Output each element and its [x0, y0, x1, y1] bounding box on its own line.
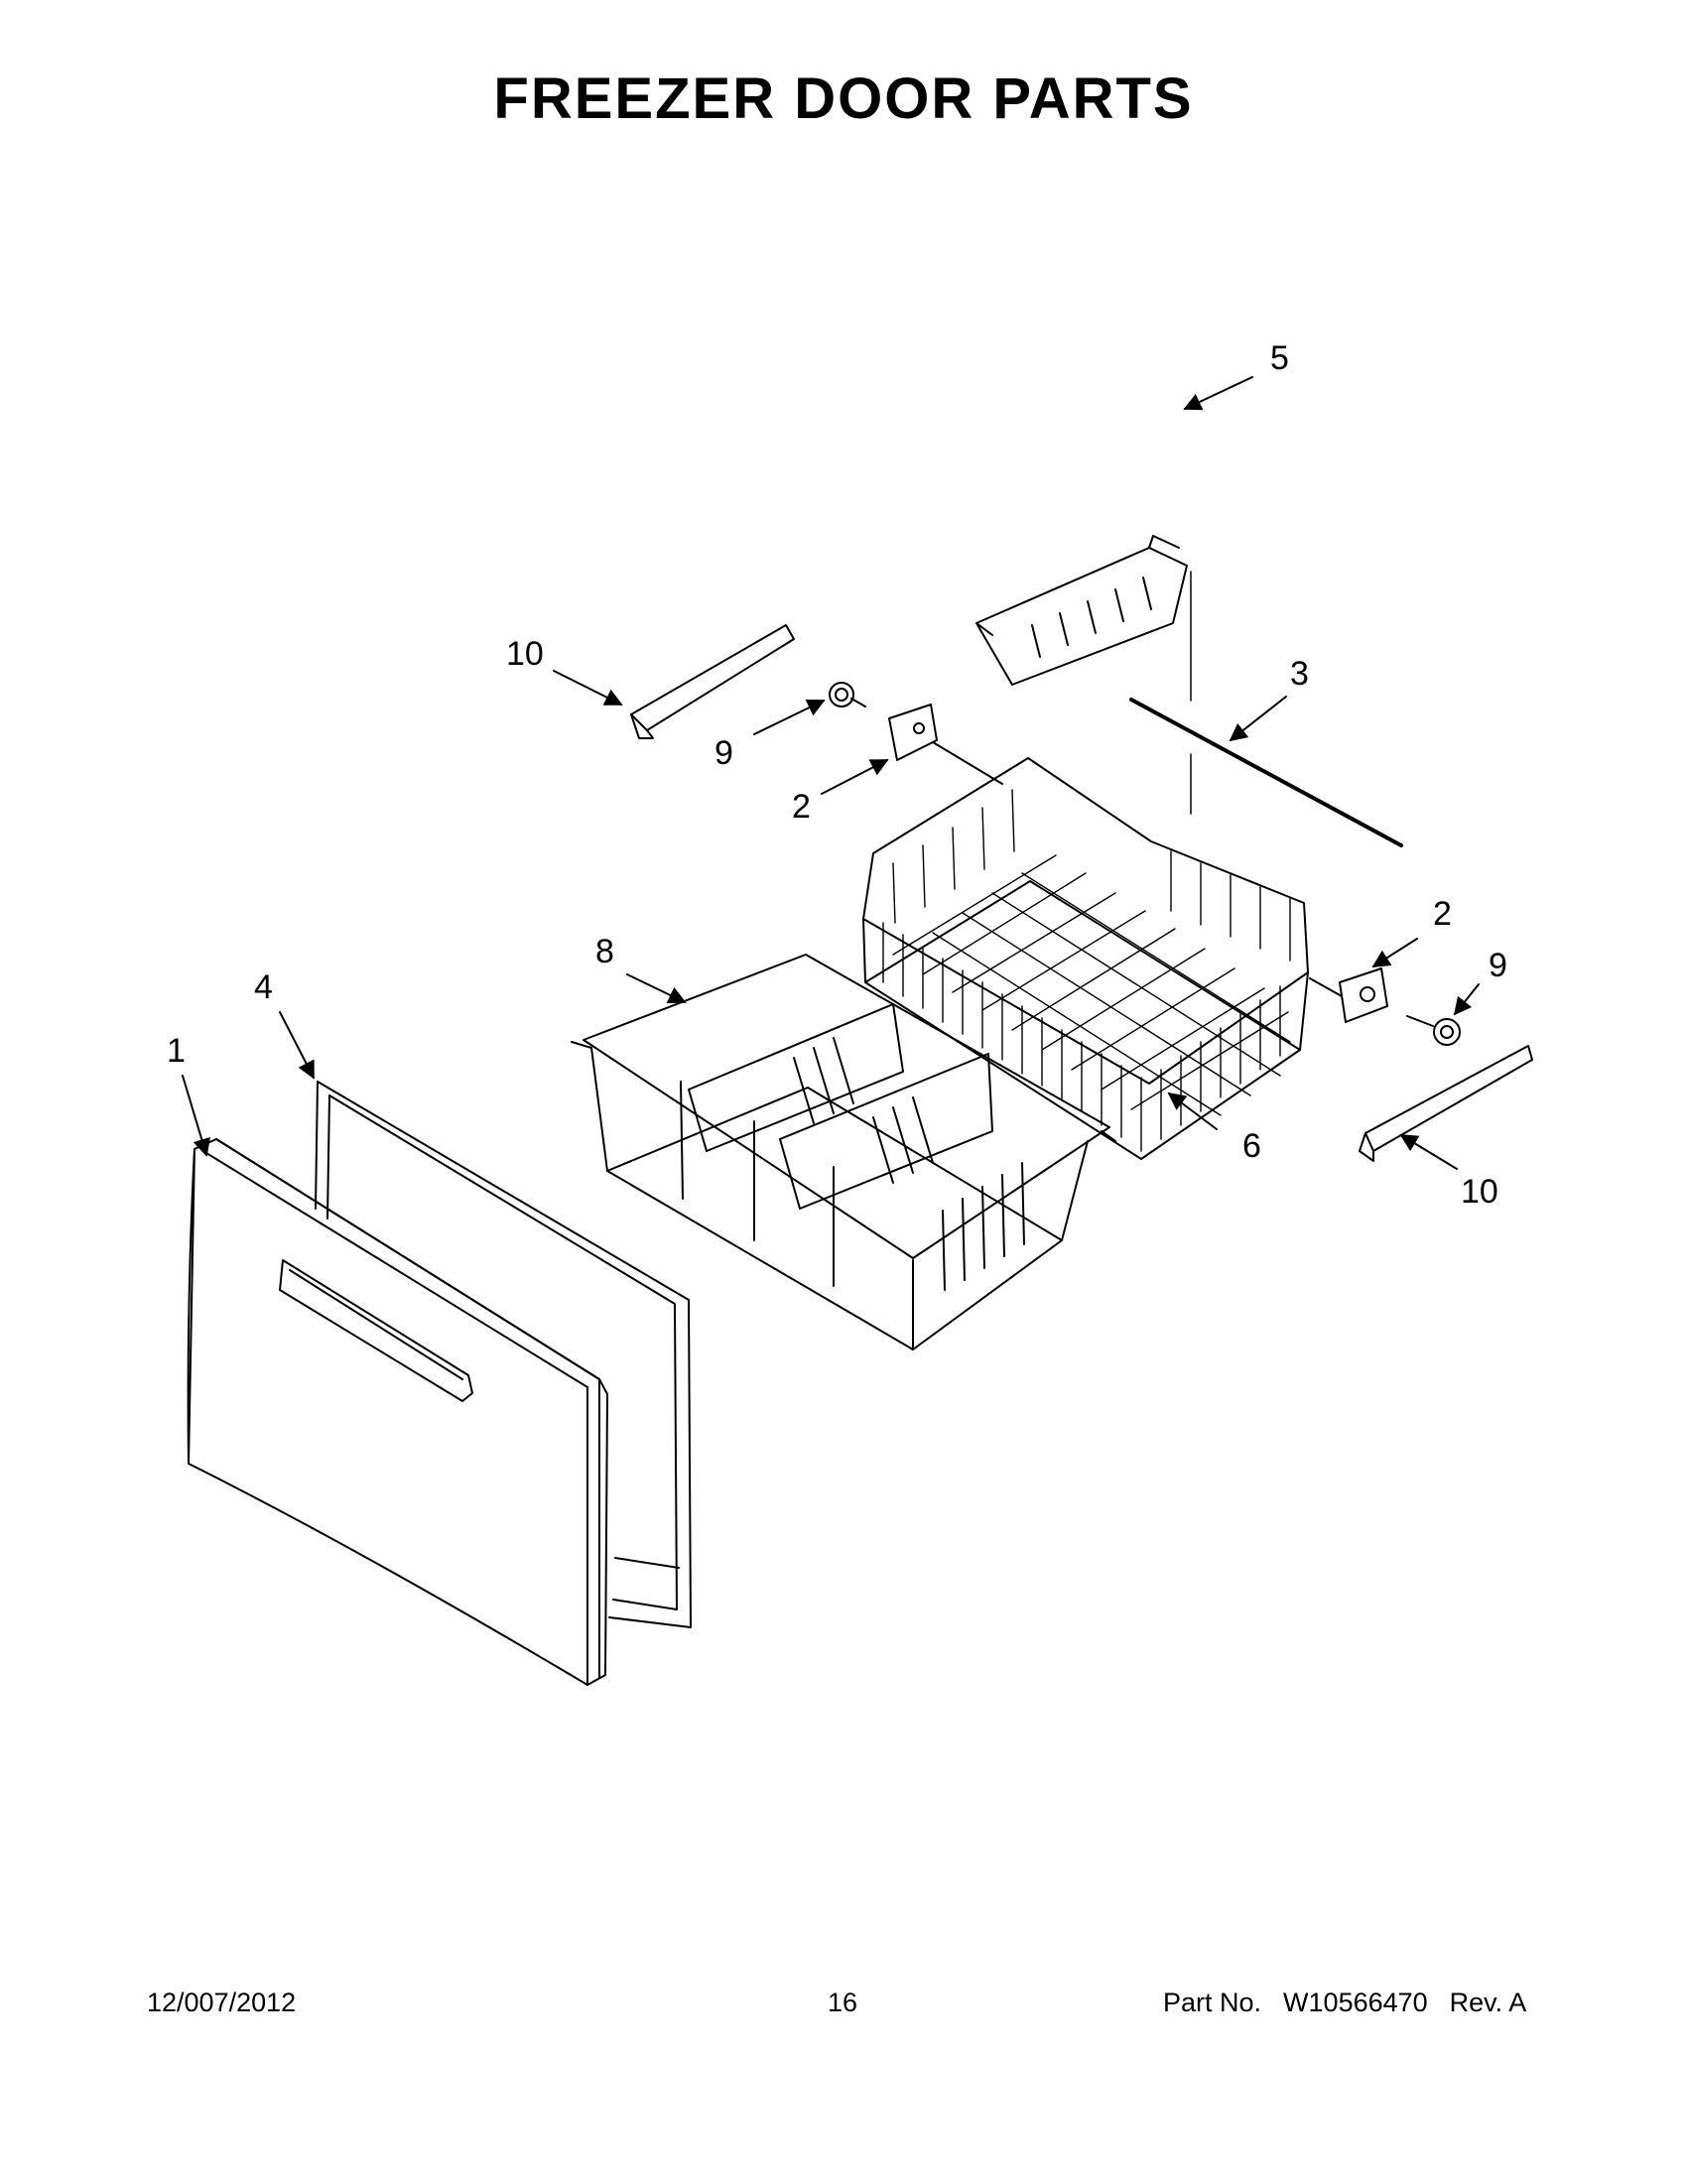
freezer-door-part-1 — [187, 1138, 608, 1686]
basket-divider-part-5 — [975, 535, 1188, 686]
rod-part-3 — [1129, 698, 1403, 847]
callout-4: 4 — [254, 968, 273, 1006]
leader-2-left — [821, 759, 889, 795]
footer-part-label: Part No. — [1163, 1988, 1262, 2017]
basket-wire-grid — [882, 789, 1291, 1152]
leader-1 — [182, 1075, 210, 1157]
callout-1: 1 — [167, 1032, 186, 1070]
page-title: FREEZER DOOR PARTS — [493, 66, 1194, 131]
slide-rail-left-part-10 — [630, 624, 795, 739]
leader-10-right — [1399, 1134, 1458, 1170]
leader-6 — [1167, 1092, 1218, 1130]
bracket-part-2-right — [1309, 967, 1388, 1023]
leader-10-left — [553, 670, 623, 706]
callout-5: 5 — [1270, 339, 1289, 377]
callout-2-left: 2 — [792, 788, 811, 826]
leader-9-right — [1453, 983, 1480, 1016]
callout-9-right: 9 — [1489, 947, 1507, 984]
leader-5 — [1183, 376, 1253, 411]
footer-page-number: 16 — [828, 1988, 858, 2017]
footer-revision: Rev. A — [1449, 1988, 1527, 2017]
leader-arrows — [182, 376, 1480, 1170]
callout-2-right: 2 — [1433, 895, 1452, 933]
leader-2-right — [1371, 938, 1418, 967]
callout-9-left: 9 — [714, 734, 733, 772]
gear-part-9-right — [1406, 1015, 1461, 1046]
bracket-part-2-left — [888, 704, 1003, 785]
footer-part-number: W10566470 — [1283, 1988, 1428, 2017]
leader-8 — [626, 973, 687, 1004]
footer-date: 12/007/2012 — [147, 1988, 297, 2017]
slide-rail-right-part-10 — [1359, 1045, 1533, 1162]
door-gasket-part-4 — [315, 1081, 692, 1628]
footer-part-info: Part No. W10566470 Rev. A — [1163, 1988, 1548, 2018]
callout-3: 3 — [1290, 655, 1309, 693]
callout-6: 6 — [1242, 1127, 1261, 1165]
leader-3 — [1229, 696, 1287, 742]
callout-10-left: 10 — [506, 635, 544, 673]
gear-part-9-left — [829, 682, 866, 707]
callout-10-right: 10 — [1461, 1173, 1498, 1211]
freezer-bin-part-8 — [571, 954, 1116, 1350]
callout-8: 8 — [595, 933, 614, 970]
leader-9-left — [753, 699, 826, 735]
leader-4 — [279, 1011, 315, 1080]
wire-basket-part-6 — [862, 757, 1309, 1160]
